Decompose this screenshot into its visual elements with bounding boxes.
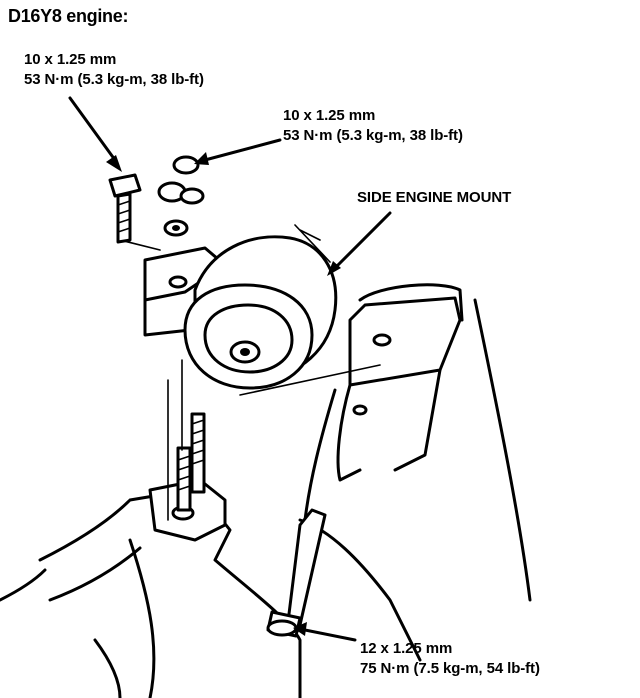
leader-arrows [68,96,392,642]
callout-top-left-torque: 53 N·m (5.3 kg-m, 38 lb-ft) [24,71,204,88]
callout-bottom-size: 12 x 1.25 mm [360,640,453,657]
callout-bottom-torque: 75 N·m (7.5 kg-m, 54 lb-ft) [360,660,540,677]
bottom-bolt [266,508,327,638]
body-bracket [239,283,532,662]
frame-member [0,493,302,698]
top-nuts [157,155,205,237]
callout-top-right: 10 x 1.25 mm 53 N·m (5.3 kg-m, 38 lb-ft) [283,106,463,146]
callout-bottom: 12 x 1.25 mm 75 N·m (7.5 kg-m, 54 lb-ft) [360,639,540,679]
diagram-title: D16Y8 engine: [8,6,129,26]
callout-top-right-torque: 53 N·m (5.3 kg-m, 38 lb-ft) [283,127,463,144]
top-left-bolt [108,173,142,244]
callout-top-right-size: 10 x 1.25 mm [283,107,376,124]
side-engine-mount-label: SIDE ENGINE MOUNT [357,189,512,206]
callout-top-left-size: 10 x 1.25 mm [24,51,117,68]
side-engine-mount [183,224,338,390]
callout-top-left: 10 x 1.25 mm 53 N·m (5.3 kg-m, 38 lb-ft) [24,50,204,90]
frame-studs [167,359,206,521]
